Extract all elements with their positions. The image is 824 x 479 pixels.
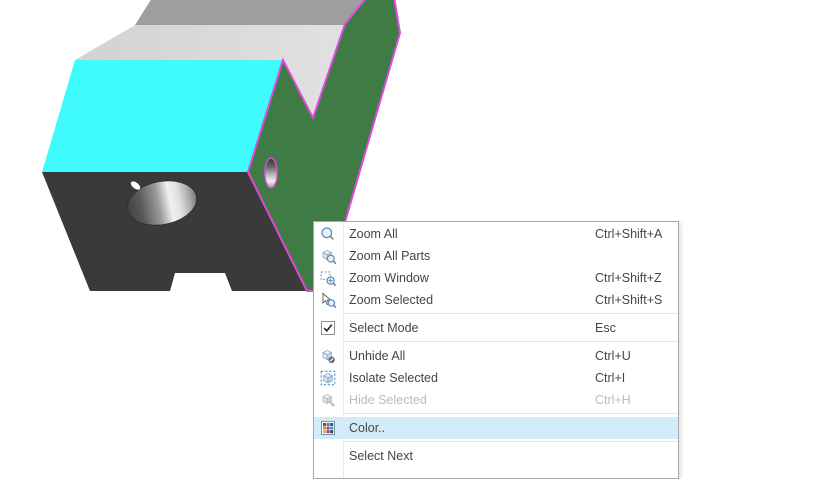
zoom-window-icon: [320, 271, 336, 286]
vblock-front-face[interactable]: [42, 172, 307, 291]
menu-item-label: Zoom Selected: [349, 293, 434, 307]
menu-item-shortcut: Ctrl+Shift+S: [595, 293, 663, 307]
menu-item-label: Select Mode: [349, 321, 419, 335]
vblock-top-front-face[interactable]: [42, 60, 283, 172]
menu-item-shortcut: Ctrl+U: [595, 349, 631, 363]
front-hole[interactable]: [124, 175, 201, 231]
vblock-top-face[interactable]: [135, 0, 368, 25]
menu-item-unhide-all[interactable]: Unhide All Ctrl+U: [314, 345, 678, 367]
menu-item-shortcut: Ctrl+Shift+A: [595, 227, 663, 241]
menu-item-label: Color..: [349, 421, 386, 435]
isolate-selected-icon: [320, 370, 336, 386]
zoom-all-icon: [321, 227, 334, 240]
hide-selected-icon: [322, 393, 335, 407]
menu-item-label: Unhide All: [349, 349, 406, 363]
menu-item-shortcut: Esc: [595, 321, 616, 335]
zoom-all-parts-icon: [322, 249, 336, 264]
menu-item-shortcut: Ctrl+I: [595, 371, 626, 385]
menu-item-label: Select Next: [349, 449, 413, 463]
menu-item-select-mode[interactable]: Select Mode Esc: [314, 317, 678, 339]
menu-item-isolate-selected[interactable]: Isolate Selected Ctrl+I: [314, 367, 678, 389]
menu-item-shortcut: Ctrl+H: [595, 393, 631, 407]
zoom-selected-icon: [322, 292, 336, 308]
menu-gutter-divider: [343, 222, 344, 478]
menu-separator: [314, 439, 678, 445]
unhide-all-icon: [322, 349, 335, 363]
menu-item-label: Hide Selected: [349, 393, 427, 407]
vblock-groove-face[interactable]: [75, 25, 345, 118]
menu-item-select-next[interactable]: Select Next: [314, 445, 678, 467]
menu-item-hide-selected: Hide Selected Ctrl+H: [314, 389, 678, 411]
menu-item-label: Zoom All Parts: [349, 249, 431, 263]
menu-item-label: Zoom Window: [349, 271, 429, 285]
menu-item-label: Isolate Selected: [349, 371, 438, 385]
select-mode-checkbox-icon: [321, 321, 335, 335]
menu-item-zoom-selected[interactable]: Zoom Selected Ctrl+Shift+S: [314, 289, 678, 311]
menu-item-shortcut: Ctrl+Shift+Z: [595, 271, 662, 285]
menu-separator: [314, 411, 678, 417]
menu-item-label: Zoom All: [349, 227, 398, 241]
menu-item-zoom-all[interactable]: Zoom All Ctrl+Shift+A: [314, 223, 678, 245]
menu-item-color[interactable]: Color..: [314, 417, 678, 439]
menu-item-zoom-all-parts[interactable]: Zoom All Parts: [314, 245, 678, 267]
side-hole[interactable]: [264, 157, 278, 189]
menu-separator: [314, 339, 678, 345]
menu-separator: [314, 311, 678, 317]
color-palette-icon: [321, 421, 335, 435]
menu-item-zoom-window[interactable]: Zoom Window Ctrl+Shift+Z: [314, 267, 678, 289]
front-hole-gleam: [130, 181, 141, 190]
